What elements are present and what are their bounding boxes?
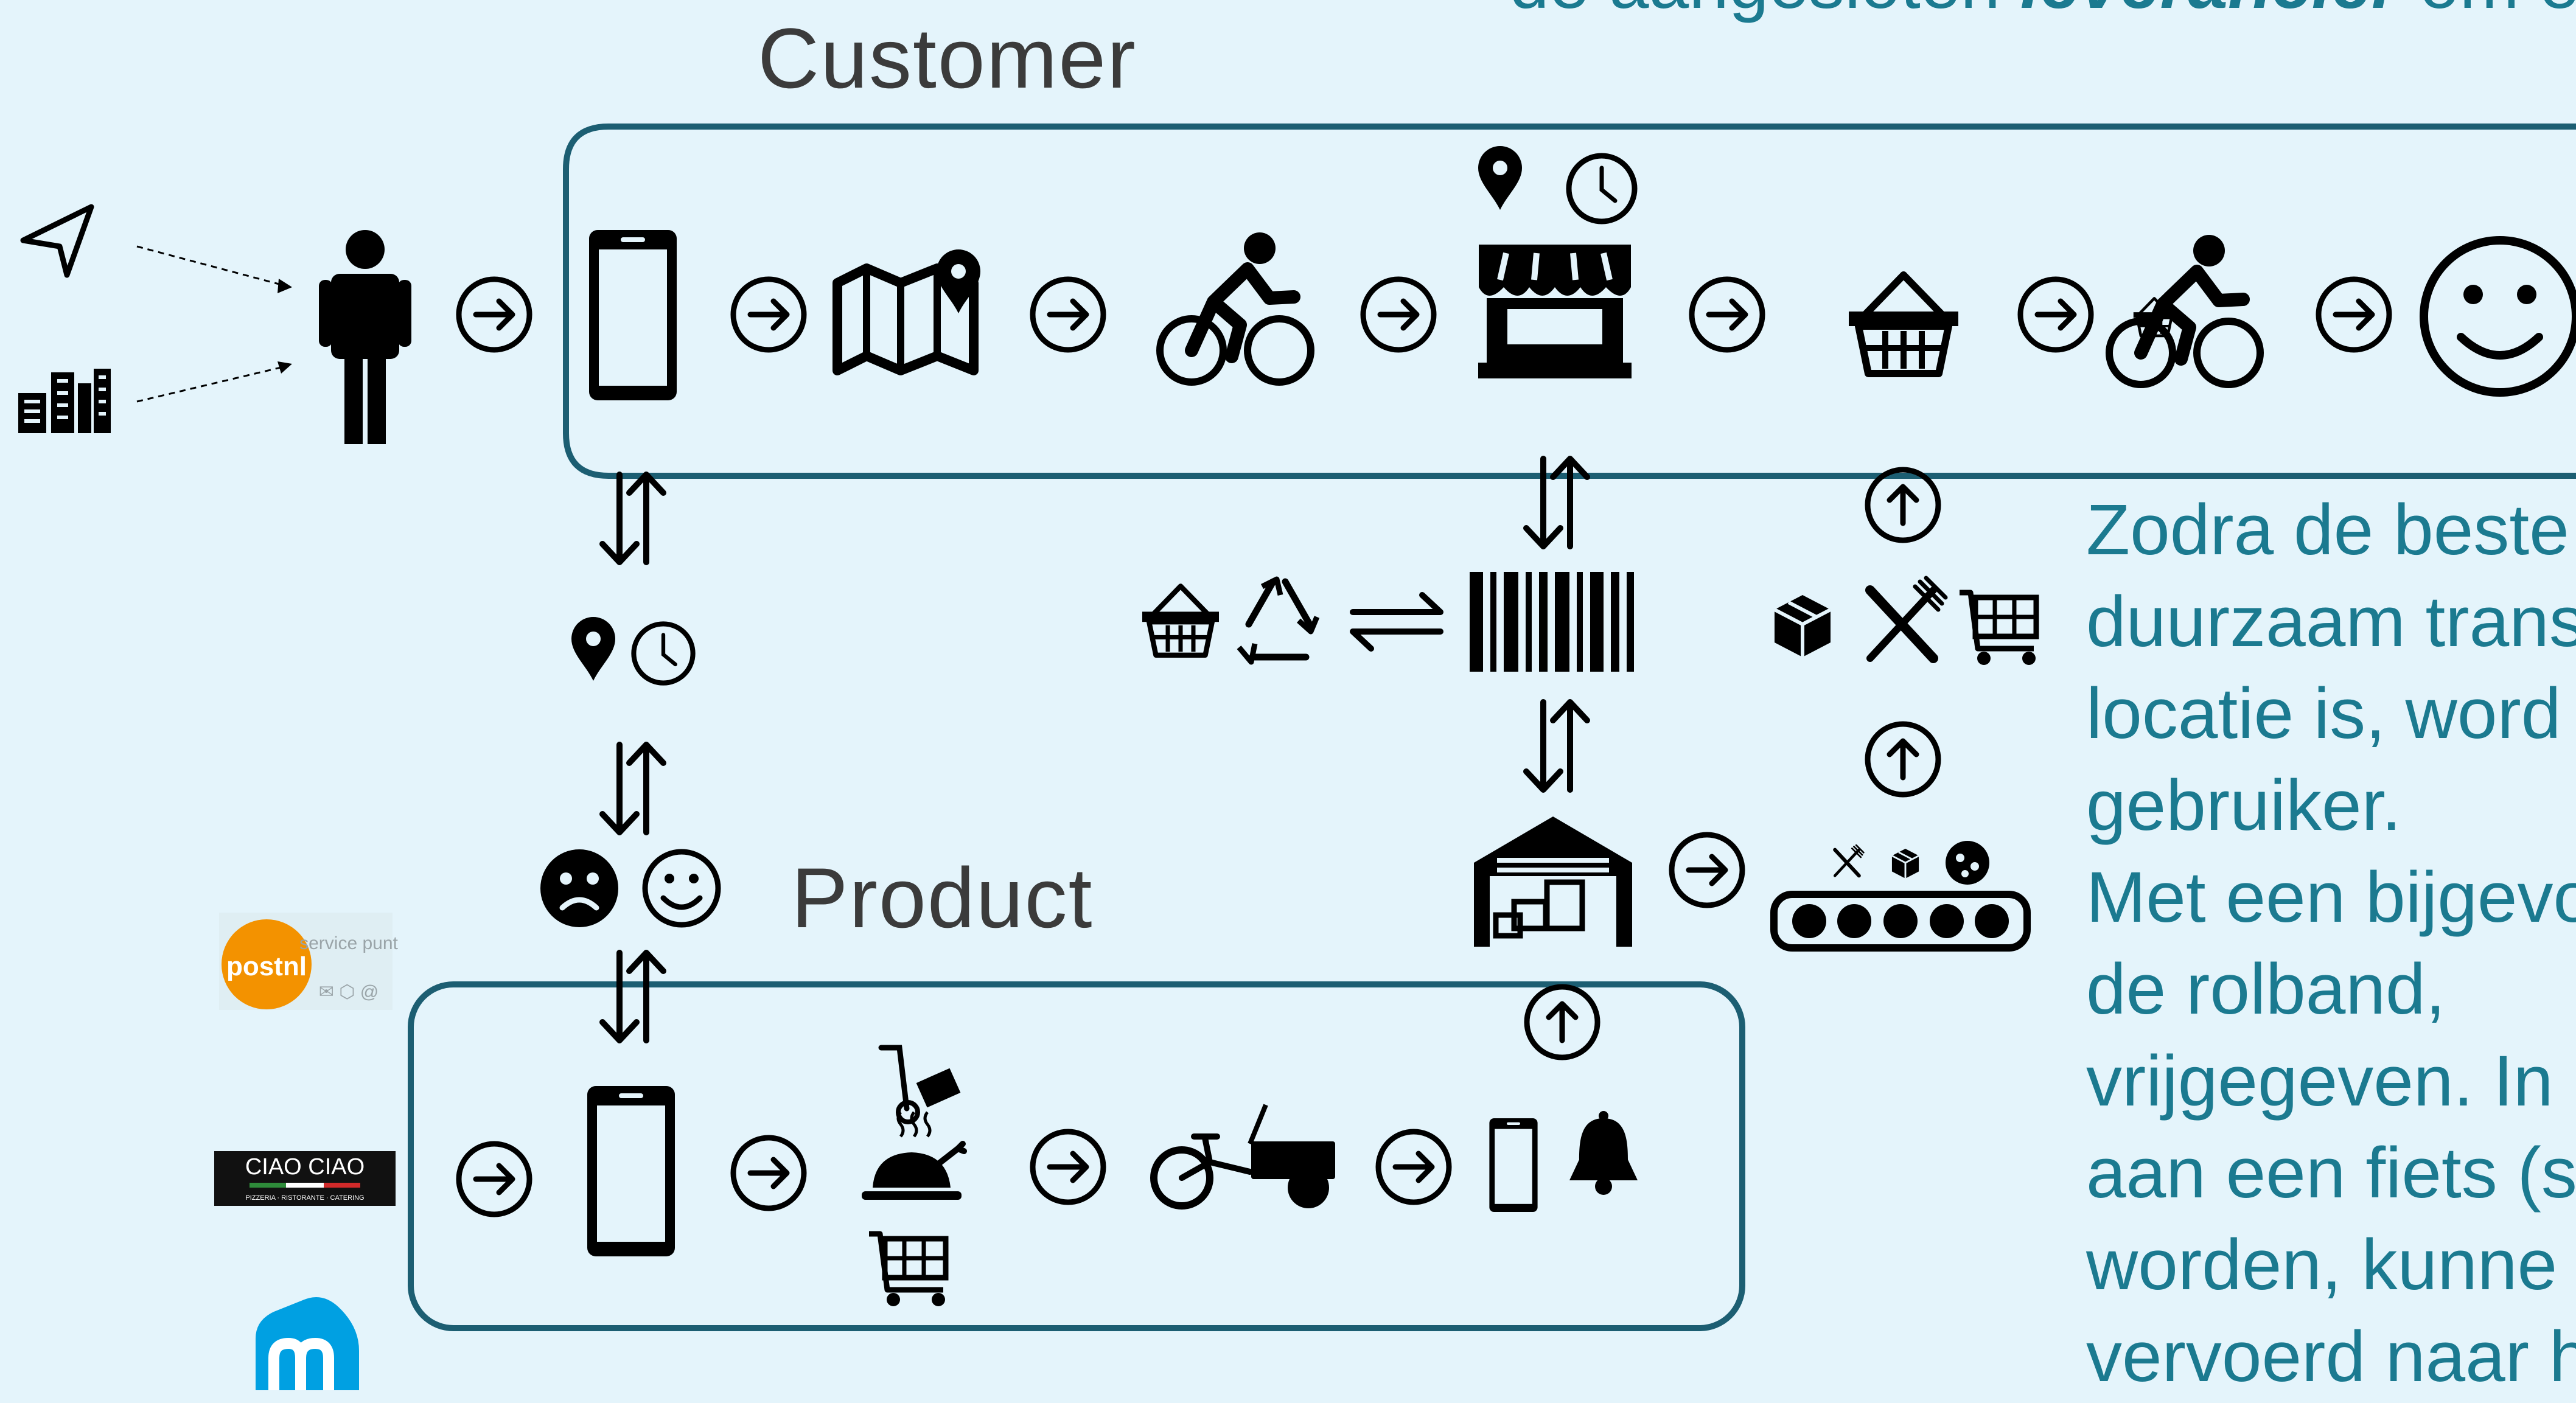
postnl-logo: postnl service punt ✉ ⬡ @ (219, 913, 399, 1010)
cutlery-icon (1870, 578, 1946, 658)
top-text-start: de aangesloten (1509, 0, 2020, 24)
delivery-cyclist-icon (2109, 235, 2260, 385)
product-title: Product (791, 850, 1094, 945)
buildings-icon (18, 369, 111, 433)
arrow-right-icon (733, 279, 804, 350)
map-icon (832, 263, 979, 375)
customer-box (563, 124, 2576, 479)
svg-text:CIAO CIAO: CIAO CIAO (245, 1154, 365, 1180)
phone-icon (587, 1086, 675, 1256)
description-line: vrijgegeven. In (2086, 1041, 2553, 1121)
arrow-right-icon (1033, 279, 1103, 350)
clock-icon (1569, 156, 1635, 221)
arrow-right-icon (1692, 279, 1762, 350)
customer-title: Customer (758, 10, 1137, 106)
bidirectional-arrow-icon (602, 745, 663, 832)
roast-chicken-icon (862, 1111, 967, 1200)
arrow-up-icon (1868, 724, 1938, 795)
conveyor-belt-icon (1770, 841, 2031, 952)
barcode-icon (1470, 572, 1634, 672)
ciao-ciao-logo: CIAO CIAO PIZZERIA · RISTORANTE · CATERI… (214, 1151, 396, 1206)
top-text-end: om ee (2400, 0, 2576, 24)
product-box (408, 981, 1745, 1331)
arrow-right-icon (1672, 835, 1742, 905)
description-line: worden, kunne (2086, 1225, 2558, 1305)
description-line: Met een bijgevo (2086, 857, 2576, 938)
arrow-right-icon (459, 1144, 529, 1214)
cargo-bike-icon (1150, 1104, 1335, 1210)
top-text-emphasis: leverancier (2020, 0, 2400, 24)
bidirectional-arrow-icon (1526, 459, 1587, 546)
warehouse-icon (1474, 816, 1632, 947)
small-phone-icon (1489, 1118, 1538, 1212)
exchange-arrows-icon (1350, 592, 1443, 652)
svg-text:postnl: postnl (226, 952, 307, 981)
small-basket-icon (1142, 586, 1219, 655)
bidirectional-arrow-icon (602, 953, 663, 1040)
basket-icon (1849, 275, 1958, 374)
albert-heijn-logo (256, 1297, 359, 1390)
bidirectional-arrow-icon (1526, 702, 1587, 790)
shop-icon (1478, 245, 1632, 378)
top-text: de aangesloten leverancier om ee (1509, 0, 2576, 25)
description-line: Zodra de beste (2086, 490, 2569, 570)
arrow-right-icon (1363, 279, 1434, 350)
package-icon (1775, 595, 1831, 657)
cart-icon (1960, 593, 2036, 665)
dashed-connector-bottom (136, 365, 287, 403)
arrow-right-icon (1378, 1132, 1449, 1202)
navigation-icon (20, 204, 94, 278)
sad-face-icon (540, 849, 618, 927)
description-text: Zodra de beste duurzaam trans locatie is… (2086, 484, 2576, 1403)
description-line: locatie is, word (2086, 674, 2561, 754)
bell-icon (1569, 1111, 1638, 1195)
description-line: de rolband, (2086, 949, 2446, 1029)
smiley-icon (2420, 236, 2576, 397)
hand-truck-icon (878, 1045, 961, 1124)
arrow-right-icon (1033, 1132, 1103, 1202)
description-line: vervoerd naar h (2086, 1317, 2576, 1397)
location-pin-icon (1478, 146, 1522, 210)
arrow-right-icon (2020, 279, 2091, 350)
location-time-icon (571, 617, 693, 683)
description-line: aan een fiets (s (2086, 1133, 2576, 1213)
bidirectional-arrow-icon (602, 475, 663, 562)
cart-icon (869, 1234, 946, 1306)
person-icon (319, 230, 411, 444)
arrow-right-icon (459, 279, 529, 350)
svg-text:PIZZERIA · RISTORANTE · CATERI: PIZZERIA · RISTORANTE · CATERING (245, 1194, 364, 1202)
cyclist-icon (1160, 232, 1311, 382)
arrow-up-icon (1527, 987, 1597, 1057)
svg-text:service punt: service punt (299, 933, 398, 953)
arrow-up-icon (1868, 470, 1938, 540)
description-line: gebruiker. (2086, 765, 2402, 846)
phone-icon (589, 230, 677, 400)
arrow-right-icon (2319, 279, 2389, 350)
happy-face-icon (642, 849, 721, 928)
recycle-icon (1237, 576, 1320, 665)
dashed-connector-top (136, 245, 287, 287)
arrow-right-icon (733, 1138, 804, 1208)
description-line: duurzaam trans (2086, 582, 2576, 662)
svg-text:✉ ⬡ @: ✉ ⬡ @ (319, 982, 379, 1002)
